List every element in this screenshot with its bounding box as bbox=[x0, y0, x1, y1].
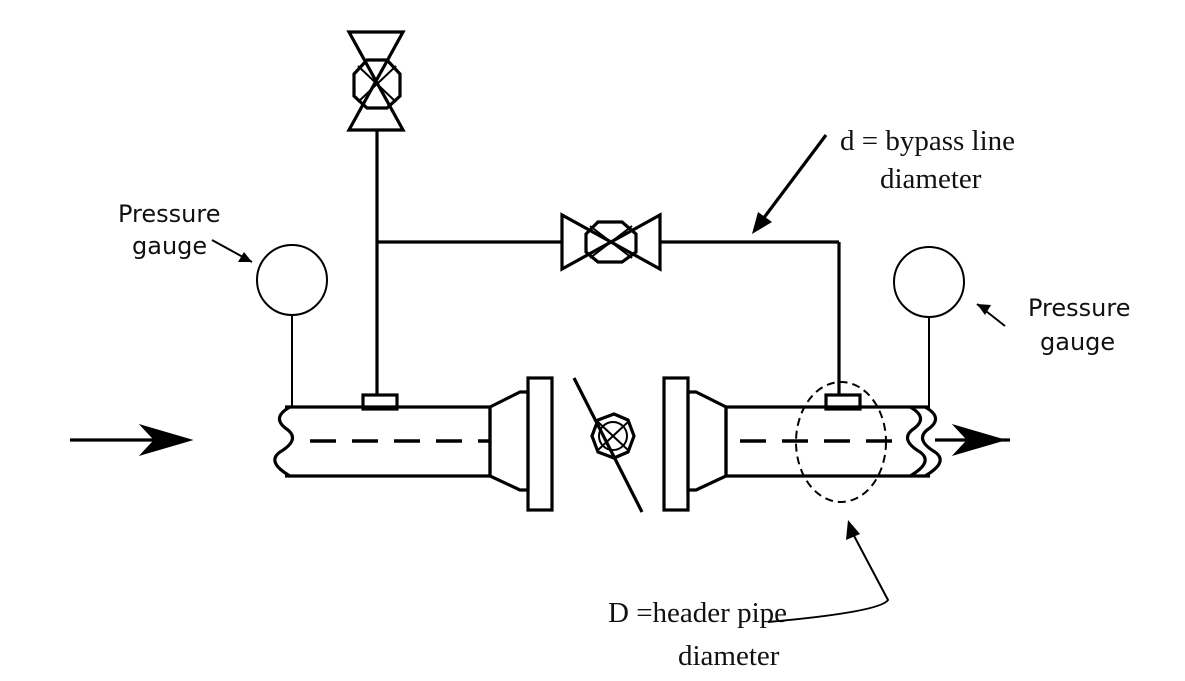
main-valve-symbol bbox=[572, 377, 644, 513]
vent-valve-symbol bbox=[346, 30, 406, 132]
bypass-line bbox=[375, 130, 841, 395]
pressure-gauge-right-label: Pressure gauge bbox=[1028, 294, 1138, 356]
pressure-gauge-right bbox=[893, 246, 965, 407]
right-reducer-flange bbox=[662, 376, 728, 512]
pressure-gauge-left bbox=[256, 244, 328, 407]
pressure-gauge-right-arrow bbox=[976, 303, 1006, 327]
header-diameter-label: D =header pipe diameter bbox=[608, 597, 794, 672]
bypass-diameter-label: d = bypass line diameter bbox=[840, 125, 1022, 195]
left-reducer-flange bbox=[488, 376, 554, 512]
pressure-gauge-left-label: Pressure gauge bbox=[118, 200, 228, 260]
bypass-diameter-arrow bbox=[752, 134, 828, 234]
inlet-flow-line bbox=[70, 424, 194, 456]
outlet-flow-line bbox=[935, 424, 1010, 456]
bypass-tap-right bbox=[824, 393, 862, 411]
bypass-tap-left bbox=[361, 393, 399, 411]
bypass-valve-symbol bbox=[560, 212, 662, 272]
header-diameter-ellipse bbox=[795, 381, 887, 503]
header-diameter-arrow bbox=[767, 520, 890, 623]
pressure-gauge-left-arrow bbox=[211, 239, 253, 263]
header-pipe-left bbox=[273, 405, 490, 478]
header-pipe-right bbox=[726, 405, 942, 478]
